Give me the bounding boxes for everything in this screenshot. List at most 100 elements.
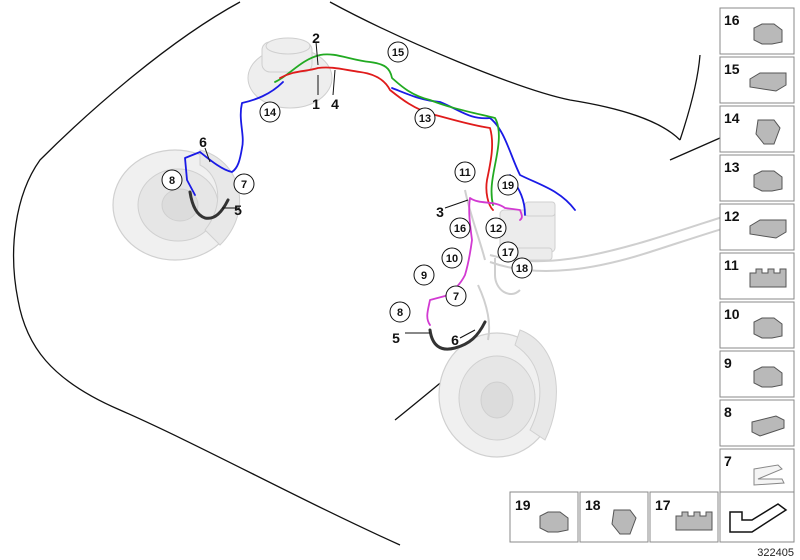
left-brake-disc-ghost xyxy=(112,149,241,261)
brake-line-blue xyxy=(184,81,576,216)
brake-line-green xyxy=(274,53,500,206)
callout-9: 9 xyxy=(413,264,435,286)
callout-5: 5 xyxy=(234,202,242,218)
part-number: 19 xyxy=(515,497,531,513)
leader-lines xyxy=(204,41,476,339)
part-clip-icon xyxy=(753,23,783,45)
part-cell-10: 10 xyxy=(719,301,795,349)
part-clip-icon xyxy=(753,170,783,192)
parts-panel-right: 16 15 14 13 12 11 10 9 8 7 xyxy=(719,7,795,496)
callout-17: 17 xyxy=(497,241,519,263)
part-clip-icon xyxy=(539,511,569,533)
part-comb-icon xyxy=(749,268,787,288)
part-bracket-icon xyxy=(611,509,637,535)
callout-2: 2 xyxy=(312,30,320,46)
callout-circle xyxy=(497,241,519,263)
callout-circle xyxy=(454,161,476,183)
callout-circle xyxy=(387,41,409,63)
part-number: 7 xyxy=(724,453,732,469)
callout-3: 3 xyxy=(436,204,444,220)
callout-8: 8 xyxy=(389,301,411,323)
callout-16: 16 xyxy=(449,217,471,239)
part-clip-icon xyxy=(753,366,783,388)
callout-number: 3 xyxy=(436,204,444,220)
callout-circle xyxy=(445,285,467,307)
callout-number: 6 xyxy=(451,332,459,348)
callout-circle xyxy=(389,301,411,323)
part-number: 13 xyxy=(724,159,740,175)
brake-hose-right xyxy=(428,320,487,351)
part-bracket-icon xyxy=(755,119,781,145)
part-number: 17 xyxy=(655,497,671,513)
callout-number: 5 xyxy=(234,202,242,218)
part-number: 15 xyxy=(724,61,740,77)
callout-11: 11 xyxy=(454,161,476,183)
callout-number: 2 xyxy=(312,30,320,46)
brake-hose-left xyxy=(188,190,230,220)
callout-circle xyxy=(233,173,255,195)
callout-number: 17 xyxy=(502,247,514,259)
part-wire-icon xyxy=(753,464,785,486)
part-block-icon xyxy=(749,72,787,92)
callout-number: 16 xyxy=(454,223,466,235)
callout-number: 9 xyxy=(421,270,427,282)
part-number: 12 xyxy=(724,208,740,224)
direction-arrow-icon xyxy=(729,503,788,533)
brake-line-red xyxy=(279,66,494,211)
callout-circle xyxy=(511,257,533,279)
part-number: 11 xyxy=(724,257,739,273)
part-cell-17: 17 xyxy=(649,491,719,543)
part-cell-13: 13 xyxy=(719,154,795,202)
part-comb-icon xyxy=(675,511,713,531)
callout-circle xyxy=(497,174,519,196)
callout-number: 13 xyxy=(419,113,431,125)
callout-circle xyxy=(449,217,471,239)
callout-circle xyxy=(414,107,436,129)
callout-number: 8 xyxy=(397,307,403,319)
callout-number: 18 xyxy=(516,263,528,275)
callout-circle xyxy=(441,247,463,269)
callout-13: 13 xyxy=(414,107,436,129)
part-number: 8 xyxy=(724,404,732,420)
callout-number: 14 xyxy=(264,107,277,119)
right-brake-disc-ghost xyxy=(438,329,557,458)
parts-panel-bottom: 19 18 17 xyxy=(509,491,719,543)
part-number: 14 xyxy=(724,110,740,126)
callout-19: 19 xyxy=(497,174,519,196)
callout-number: 7 xyxy=(241,179,247,191)
drawing-number: 322405 xyxy=(757,547,794,559)
callout-number: 1 xyxy=(312,96,320,112)
car-body-outline xyxy=(12,1,721,546)
part-cell-12: 12 xyxy=(719,203,795,251)
part-cell-14: 14 xyxy=(719,105,795,153)
ghost-components xyxy=(112,37,766,458)
part-cell-15: 15 xyxy=(719,56,795,104)
part-number: 18 xyxy=(585,497,601,513)
callout-10: 10 xyxy=(441,247,463,269)
part-cell-16: 16 xyxy=(719,7,795,55)
callout-18: 18 xyxy=(511,257,533,279)
callout-number: 15 xyxy=(392,47,404,59)
callout-number: 5 xyxy=(392,330,400,346)
callout-6: 6 xyxy=(451,332,459,348)
part-number: 9 xyxy=(724,355,732,371)
callout-number: 6 xyxy=(199,134,207,150)
callout-number: 4 xyxy=(331,96,339,112)
part-clip-icon xyxy=(753,317,783,339)
callout-15: 15 xyxy=(387,41,409,63)
callout-6: 6 xyxy=(199,134,207,150)
direction-arrow-box xyxy=(719,491,795,543)
abs-unit-ghost xyxy=(499,201,556,261)
callout-7: 7 xyxy=(445,285,467,307)
part-number: 16 xyxy=(724,12,740,28)
part-block-icon xyxy=(749,219,787,239)
callout-number: 11 xyxy=(459,167,471,179)
part-cell-18: 18 xyxy=(579,491,649,543)
callout-number: 19 xyxy=(502,180,514,192)
callout-8: 8 xyxy=(161,169,183,191)
callout-1: 1 xyxy=(312,96,320,112)
brake-lines xyxy=(184,53,576,351)
callout-number: 12 xyxy=(490,223,502,235)
callout-number: 10 xyxy=(446,253,458,265)
